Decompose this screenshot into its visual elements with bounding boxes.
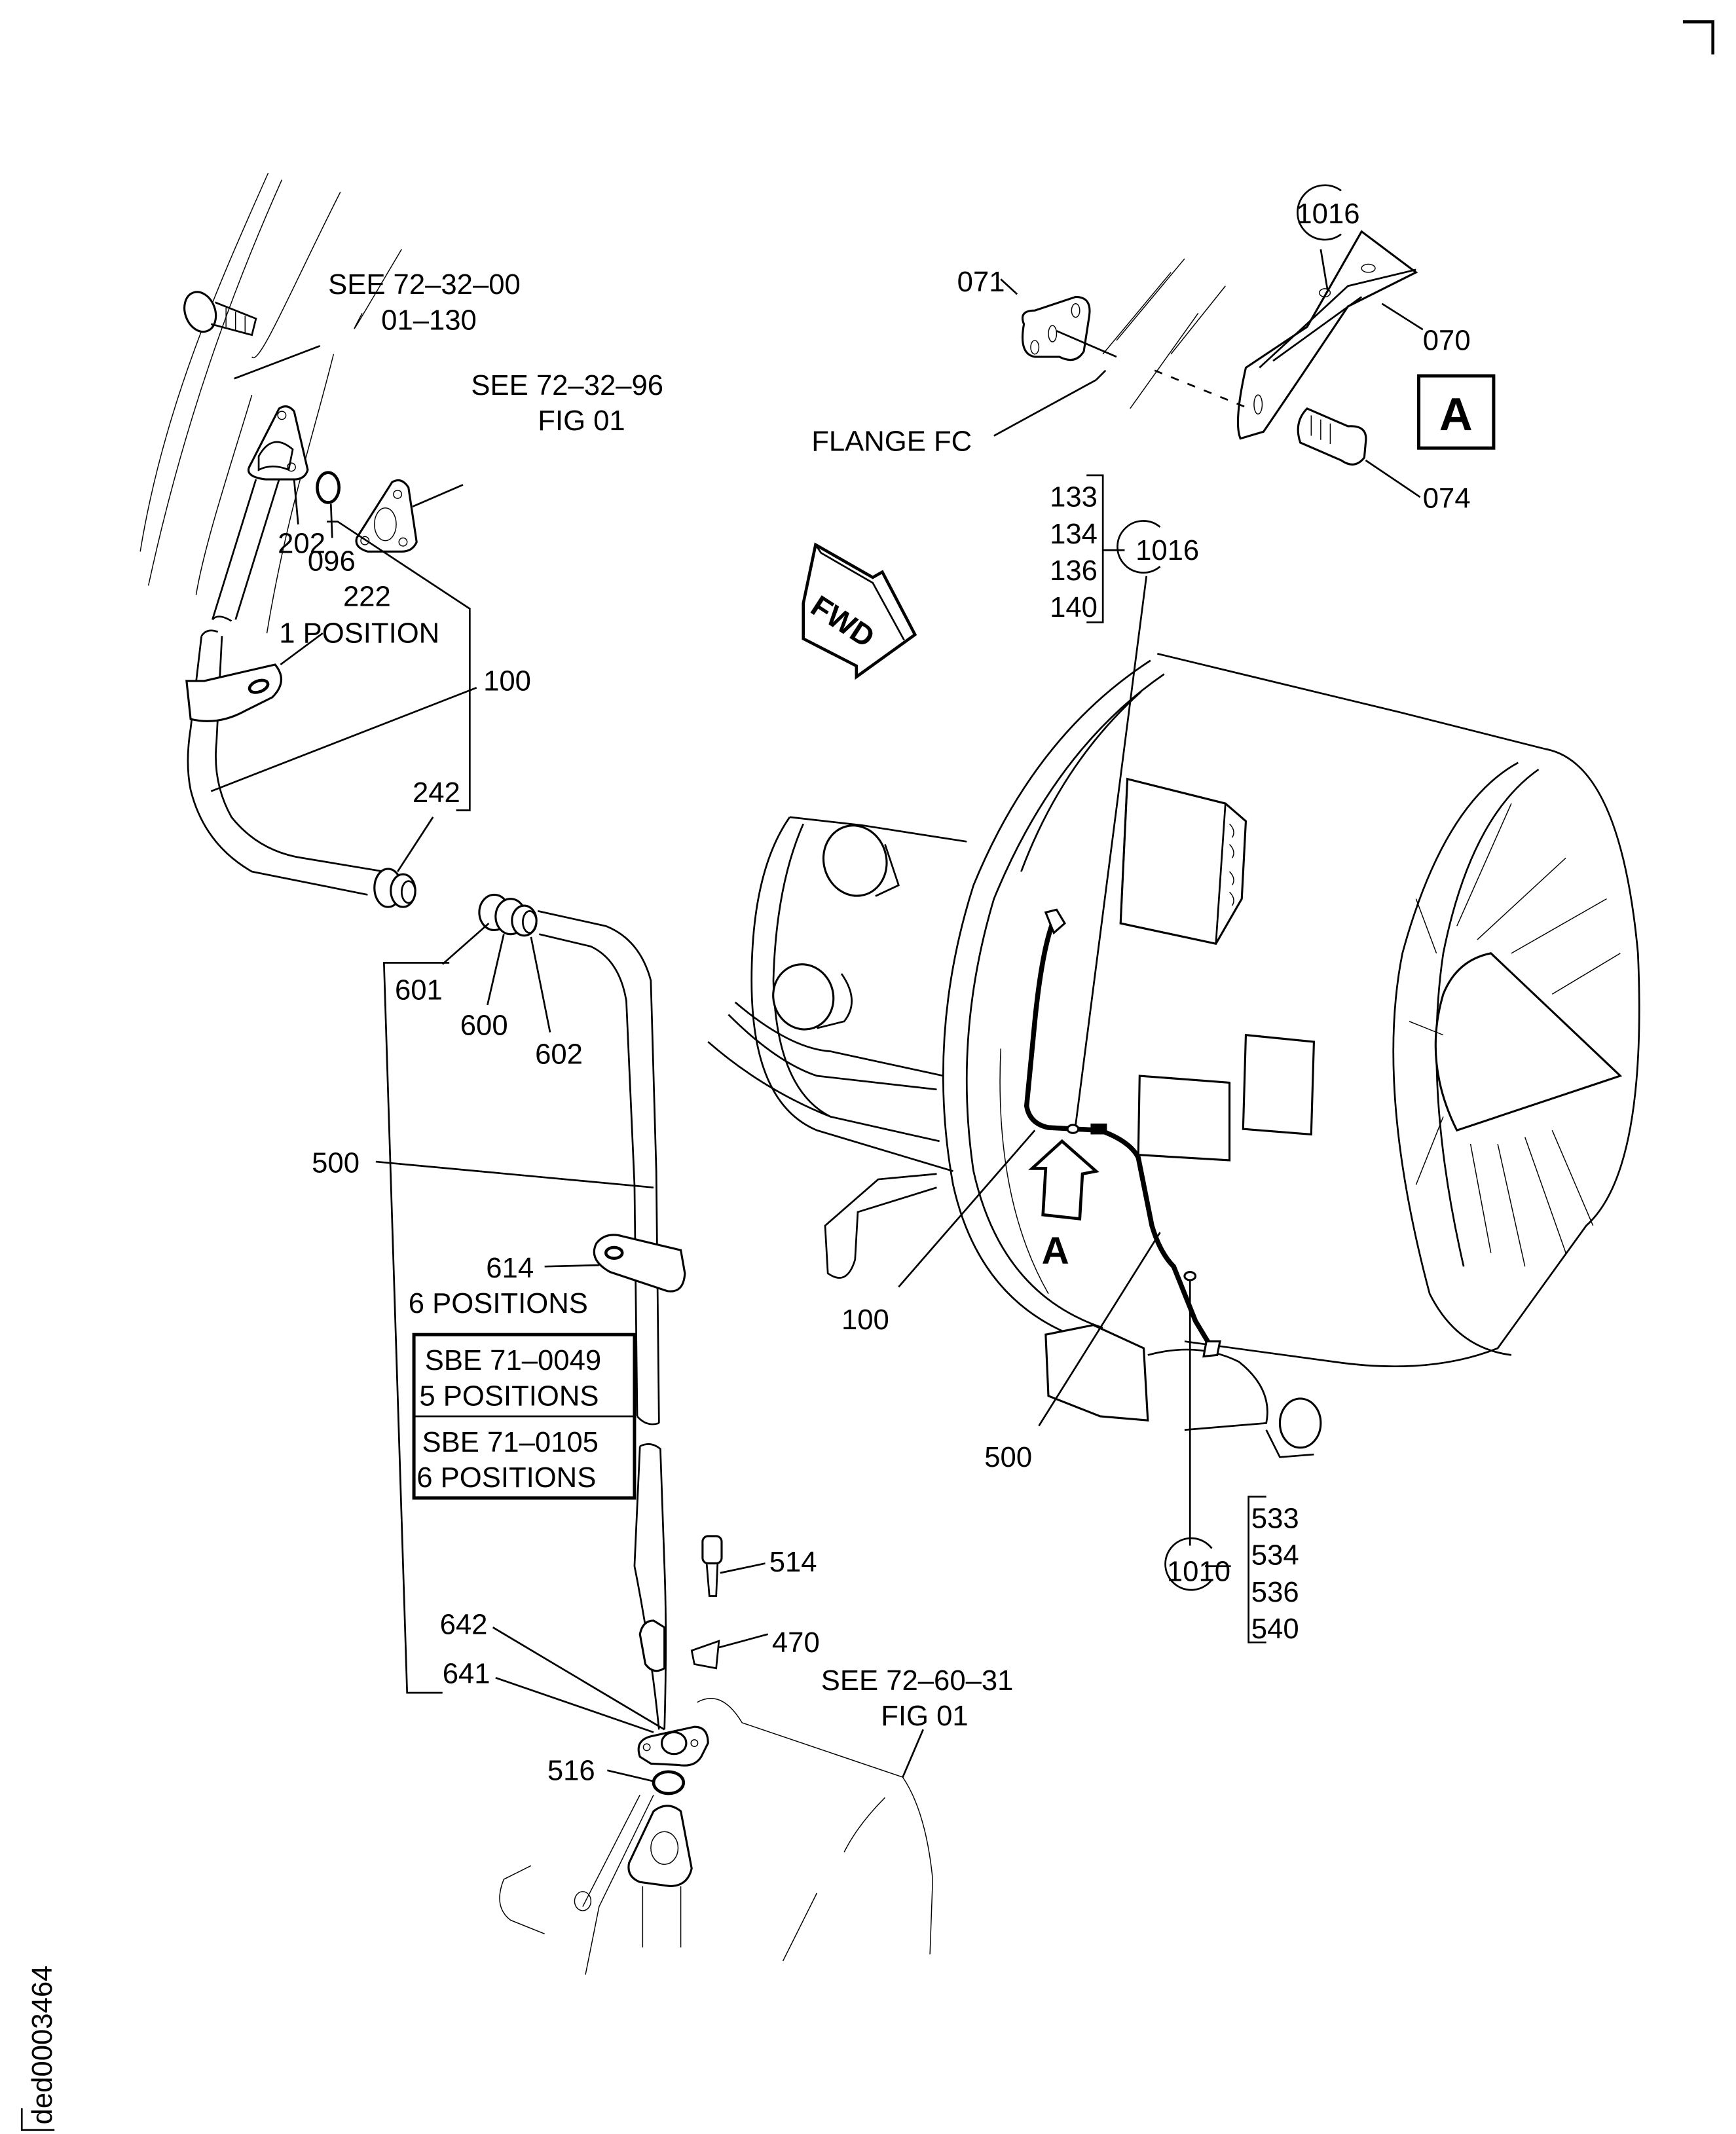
engine-assembly bbox=[707, 652, 1640, 1458]
cover-72-32-96 bbox=[355, 479, 464, 553]
flange-641 bbox=[637, 1725, 709, 1767]
sbe-row-2-sbe: SBE 71–0105 bbox=[422, 1426, 599, 1458]
callout-470: 470 bbox=[772, 1627, 820, 1659]
callout-614-note: 6 POSITIONS bbox=[409, 1287, 588, 1319]
callout-602: 602 bbox=[535, 1038, 583, 1070]
callout-070: 070 bbox=[1423, 324, 1471, 356]
callout-222: 222 bbox=[343, 580, 391, 612]
callout-614: 614 bbox=[486, 1252, 534, 1284]
drawing-id: ded0003464 bbox=[26, 1966, 58, 2125]
bolt-72-32-00 bbox=[183, 291, 321, 380]
callout-642: 642 bbox=[440, 1609, 488, 1641]
sbe-table: SBE 71–0049 5 POSITIONS SBE 71–0105 6 PO… bbox=[412, 1333, 637, 1500]
coupling-600 bbox=[478, 893, 538, 937]
tube-100 bbox=[187, 479, 384, 896]
callout-100-upper: 100 bbox=[483, 665, 531, 697]
svg-text:1016: 1016 bbox=[1296, 198, 1359, 230]
ref-see-72-32-96-line1: SEE 72–32–96 bbox=[471, 369, 663, 401]
fwd-arrow-icon: FWD bbox=[802, 542, 917, 680]
view-arrow-a: A bbox=[1028, 1139, 1099, 1272]
upper-case-arcs bbox=[139, 172, 402, 634]
group-upper-item-140: 140 bbox=[1050, 591, 1098, 623]
svg-text:A: A bbox=[1439, 388, 1473, 440]
callout-096: 096 bbox=[308, 545, 356, 577]
group-lower-item-540: 540 bbox=[1251, 1613, 1299, 1645]
leader-see-72-32-00 bbox=[234, 344, 321, 380]
svg-text:1010: 1010 bbox=[1167, 1556, 1230, 1588]
corner-mark-top-right bbox=[1682, 20, 1714, 55]
group-lower-item-536: 536 bbox=[1251, 1576, 1299, 1608]
bolt-514 bbox=[701, 1535, 766, 1597]
callout-514: 514 bbox=[769, 1546, 817, 1578]
gearbox-72-60-31 bbox=[499, 1698, 933, 1975]
group-bracket-500 bbox=[382, 962, 450, 1694]
callout-074: 074 bbox=[1423, 483, 1471, 515]
callout-071: 071 bbox=[957, 266, 1005, 298]
group-lower-item-533: 533 bbox=[1251, 1502, 1299, 1534]
callout-641: 641 bbox=[443, 1658, 490, 1690]
group-bracket-100 bbox=[327, 521, 471, 811]
callout-516: 516 bbox=[547, 1754, 595, 1786]
seal-516 bbox=[652, 1770, 686, 1795]
tube-100-flange bbox=[247, 405, 309, 481]
callout-500-left: 500 bbox=[312, 1147, 360, 1179]
group-upper-bracket: 133 134 136 140 1016 bbox=[1050, 474, 1199, 1126]
ref-flange-fc: FLANGE FC bbox=[811, 425, 972, 457]
svg-text:A: A bbox=[1042, 1230, 1069, 1272]
clamp-222 bbox=[185, 633, 323, 722]
ring-096 bbox=[316, 471, 341, 504]
group-lower-bracket: 1010 533 534 536 540 bbox=[1164, 1279, 1299, 1645]
circled-ref-1016-top: 1016 bbox=[1296, 184, 1360, 241]
group-lower-item-534: 534 bbox=[1251, 1539, 1299, 1572]
bracket-470 bbox=[638, 1619, 769, 1672]
tube-500 bbox=[537, 910, 667, 1730]
sbe-row-2-positions: 6 POSITIONS bbox=[416, 1462, 596, 1494]
ref-see-72-60-31-line2: FIG 01 bbox=[881, 1700, 968, 1732]
clamp-614 bbox=[593, 1234, 686, 1293]
callout-600: 600 bbox=[460, 1010, 508, 1042]
callout-601: 601 bbox=[395, 974, 443, 1006]
ref-see-72-60-31-line1: SEE 72–60–31 bbox=[821, 1665, 1014, 1697]
harness-100-500 bbox=[1024, 908, 1221, 1358]
view-marker-a: A bbox=[1417, 374, 1496, 450]
group-upper-item-134: 134 bbox=[1050, 518, 1098, 550]
svg-text:1016: 1016 bbox=[1136, 534, 1199, 566]
ref-see-72-32-00-line1: SEE 72–32–00 bbox=[328, 268, 521, 301]
ref-see-72-32-96-line2: FIG 01 bbox=[538, 405, 625, 437]
group-upper-item-133: 133 bbox=[1050, 481, 1098, 513]
sbe-row-1-sbe: SBE 71–0049 bbox=[425, 1344, 601, 1376]
group-upper-item-136: 136 bbox=[1050, 555, 1098, 587]
callout-100-lower: 100 bbox=[841, 1304, 889, 1336]
corner-mark-bottom-left bbox=[20, 2108, 55, 2131]
fitting-242 bbox=[373, 817, 434, 908]
callout-202: 202 bbox=[278, 527, 325, 559]
callout-222-note: 1 POSITION bbox=[279, 617, 439, 650]
sbe-row-1-positions: 5 POSITIONS bbox=[419, 1380, 599, 1412]
callout-242: 242 bbox=[413, 777, 460, 809]
callout-500-lower: 500 bbox=[984, 1441, 1032, 1473]
ref-see-72-32-00-line2: 01–130 bbox=[381, 304, 477, 336]
detail-a bbox=[993, 230, 1424, 498]
